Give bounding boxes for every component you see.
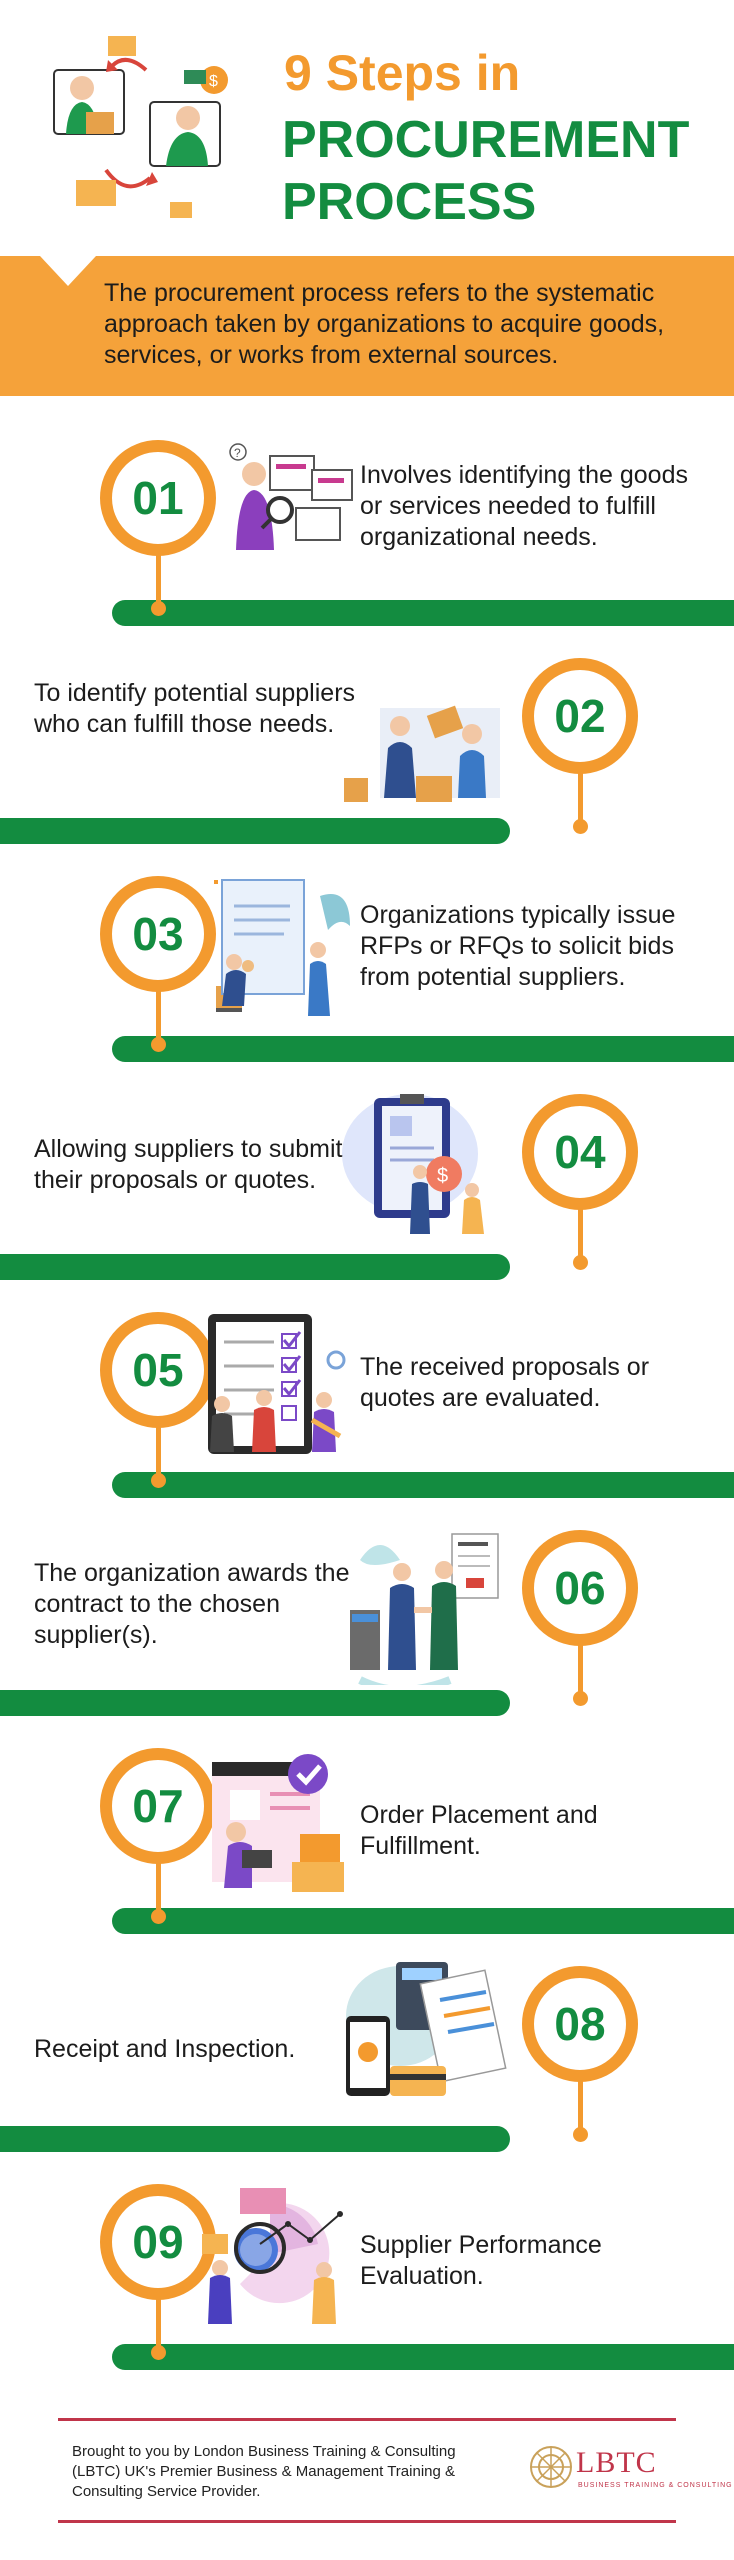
step-stem xyxy=(151,1426,166,1488)
step-05: 05 The received proposals or quotes are … xyxy=(0,1292,734,1510)
step-text: Supplier Performance Evaluation. xyxy=(360,2231,602,2290)
step-stem xyxy=(573,1644,588,1706)
step-number: 03 xyxy=(132,908,184,960)
box-delivery-icon xyxy=(344,705,500,802)
logo-text: LBTC xyxy=(576,2446,657,2479)
step-number-circle: 02 xyxy=(522,658,638,774)
procurement-exchange-icon: $ xyxy=(53,36,228,218)
step-number-circle: 05 xyxy=(100,1312,216,1428)
intro-text: The procurement process refers to the sy… xyxy=(104,279,665,369)
step-bar xyxy=(112,600,734,626)
step-07: 07 Order Placement and Fulfillment. xyxy=(0,1728,734,1946)
document-board-icon xyxy=(214,879,350,1016)
receipt-devices-icon xyxy=(346,1962,507,2096)
lbtc-emblem-icon xyxy=(530,2446,572,2488)
step-text: Allowing suppliers to submit their propo… xyxy=(34,1135,343,1194)
step-04: 04 $ Allowing suppliers to submit their … xyxy=(0,1074,734,1292)
step-06: 06 The organization awards the contract … xyxy=(0,1510,734,1728)
footer-top-rule xyxy=(58,2418,676,2421)
step-number: 04 xyxy=(554,1126,606,1178)
step-number-circle: 09 xyxy=(100,2184,216,2300)
step-text: The received proposals or quotes are eva… xyxy=(360,1353,650,1412)
step-01: 01 ? Involves identifying the goods or s… xyxy=(0,420,734,638)
step-number: 06 xyxy=(554,1562,606,1614)
step-09: 09 Supplier Performance Evaluation. xyxy=(0,2164,734,2382)
step-number-circle: 08 xyxy=(522,1966,638,2082)
step-bar xyxy=(112,2344,734,2370)
svg-text:$: $ xyxy=(437,1165,448,1187)
step-bar xyxy=(112,1036,734,1062)
step-number-circle: 04 xyxy=(522,1094,638,1210)
step-number-circle: 03 xyxy=(100,876,216,992)
step-stem xyxy=(151,2298,166,2360)
intro-banner xyxy=(0,256,734,396)
svg-text:$: $ xyxy=(209,73,218,90)
step-stem xyxy=(573,2080,588,2142)
step-bar xyxy=(0,1690,510,1716)
step-number-circle: 06 xyxy=(522,1530,638,1646)
step-number: 02 xyxy=(554,690,606,742)
step-stem xyxy=(151,990,166,1052)
step-number-circle: 07 xyxy=(100,1748,216,1864)
step-text: Organizations typically issue RFPs or RF… xyxy=(360,901,676,991)
banner-notch xyxy=(40,256,96,286)
step-bar xyxy=(0,1254,510,1280)
logo-subtext: BUSINESS TRAINING & CONSULTING xyxy=(578,2482,733,2489)
step-number: 07 xyxy=(132,1780,184,1832)
svg-text:?: ? xyxy=(234,446,241,460)
magnifier-analysis-icon: ? xyxy=(229,443,353,550)
handshake-contract-icon xyxy=(350,1533,499,1685)
footer-bottom-rule xyxy=(58,2520,676,2523)
step-number: 08 xyxy=(554,1998,606,2050)
step-02: 02 To identify potential suppliers who c… xyxy=(0,638,734,856)
step-text: Receipt and Inspection. xyxy=(34,2035,296,2063)
step-bar xyxy=(0,2126,510,2152)
step-number: 05 xyxy=(132,1344,184,1396)
step-text: Involves identifying the goods or servic… xyxy=(360,461,688,551)
step-bar xyxy=(112,1908,734,1934)
page-title-line1: 9 Steps in xyxy=(284,45,521,101)
step-bar xyxy=(112,1472,734,1498)
step-text: The organization awards the contract to … xyxy=(34,1559,350,1649)
clipboard-payment-icon: $ xyxy=(342,1094,484,1234)
footer-text: Brought to you by London Business Traini… xyxy=(72,2443,456,2500)
step-stem xyxy=(573,772,588,834)
performance-chart-icon xyxy=(202,2188,343,2324)
step-03: 03 Organizations typically issue RFPs or… xyxy=(0,856,734,1074)
step-stem xyxy=(573,1208,588,1270)
order-package-icon xyxy=(212,1754,344,1892)
step-stem xyxy=(151,1862,166,1924)
step-text: To identify potential suppliers who can … xyxy=(34,679,356,738)
step-bar xyxy=(0,818,510,844)
checklist-icon xyxy=(208,1314,346,1454)
step-08: 08 Receipt and Inspection. xyxy=(0,1946,734,2164)
step-number: 09 xyxy=(132,2216,184,2268)
step-stem xyxy=(151,554,166,616)
step-number: 01 xyxy=(132,472,184,524)
page-title-line2: PROCUREMENT xyxy=(282,111,690,169)
step-text: Order Placement and Fulfillment. xyxy=(360,1801,598,1860)
step-number-circle: 01 xyxy=(100,440,216,556)
page-title-line3: PROCESS xyxy=(282,173,537,231)
